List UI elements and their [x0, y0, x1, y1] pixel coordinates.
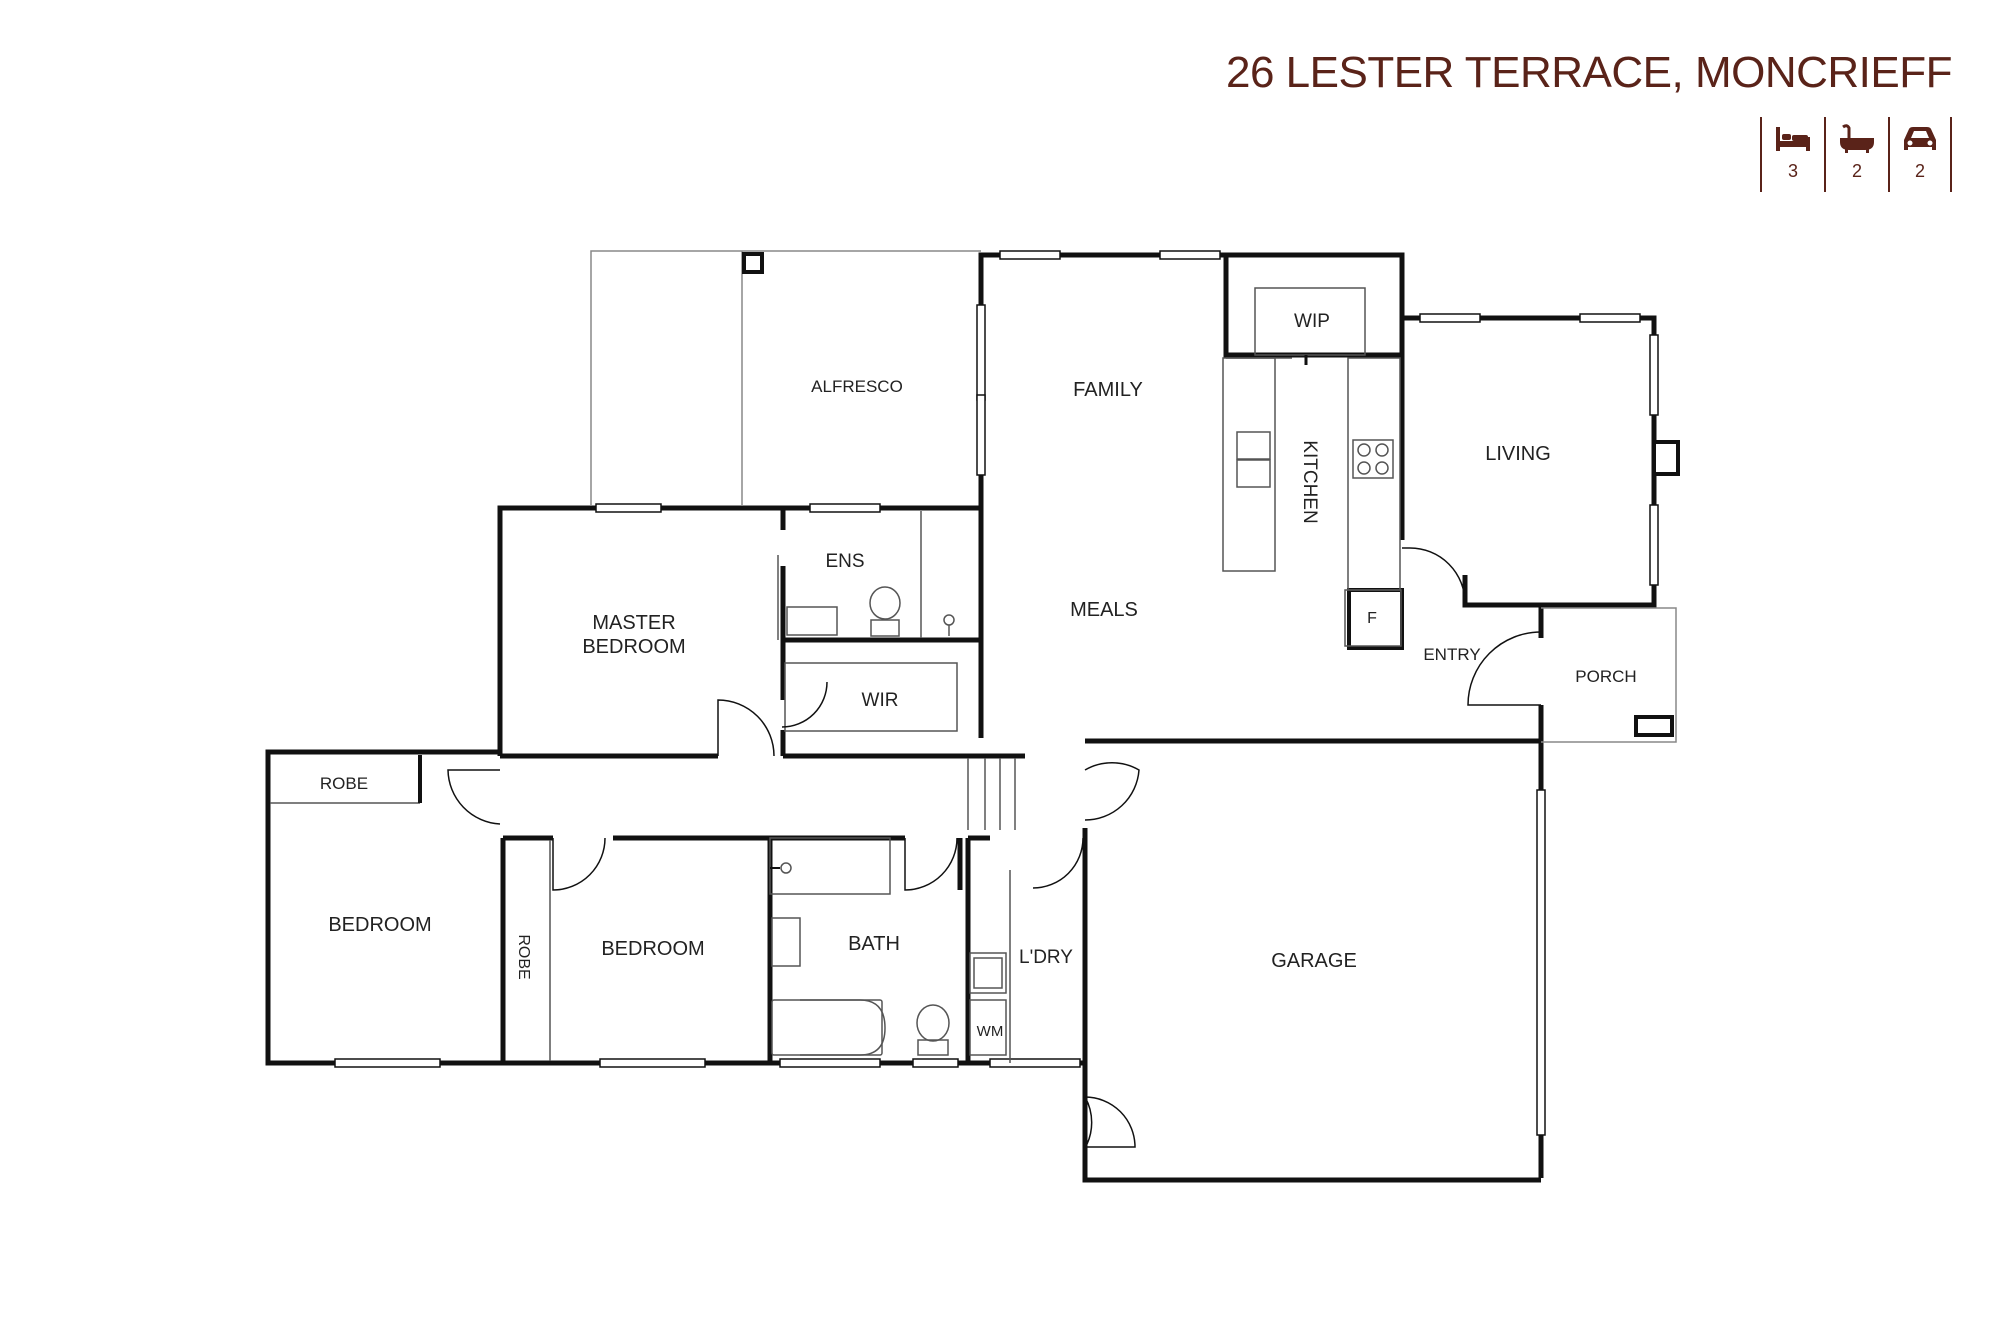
porch-label: PORCH — [1575, 667, 1636, 686]
master-bedroom-label-line1: MASTER — [592, 612, 675, 634]
laundry-label: L'DRY — [1019, 947, 1073, 968]
wir-label: WIR — [862, 690, 899, 711]
bath-icon — [1840, 124, 1874, 153]
bedroom-1-label: BEDROOM — [328, 914, 431, 936]
living-label: LIVING — [1485, 443, 1551, 465]
walls — [265, 252, 1657, 1183]
family-label: FAMILY — [1073, 379, 1143, 401]
bed-icon — [1776, 127, 1810, 151]
robe-label-2: ROBE — [515, 934, 532, 979]
carspace-count: 2 — [1914, 161, 1925, 181]
property-features: 3 2 2 — [1760, 117, 1952, 192]
doors — [447, 547, 1542, 1151]
wip-label: WIP — [1294, 311, 1330, 332]
bedroom-count: 3 — [1787, 161, 1798, 181]
room-labels: ALFRESCO FAMILY WIP KITCHEN LIVING ENS M… — [320, 311, 1637, 1040]
garage-label: GARAGE — [1271, 950, 1357, 972]
windows — [334, 250, 1659, 1136]
car-icon — [1904, 127, 1936, 150]
washing-machine-label: WM — [977, 1023, 1004, 1040]
bath-label: BATH — [848, 933, 900, 955]
bedroom-2-label: BEDROOM — [601, 938, 704, 960]
meals-label: MEALS — [1070, 599, 1138, 621]
entry-label: ENTRY — [1423, 645, 1480, 664]
bathroom-count: 2 — [1851, 161, 1862, 181]
property-address: 26 LESTER TERRACE, MONCRIEFF — [1226, 48, 1953, 97]
bedrooms-feature: 3 — [1760, 117, 1824, 192]
fridge-label: F — [1367, 610, 1377, 627]
alfresco-label: ALFRESCO — [811, 377, 903, 396]
master-bedroom-label-line2: BEDROOM — [582, 636, 685, 658]
fixtures — [270, 287, 1402, 1063]
porch-outline — [1541, 440, 1680, 743]
bathrooms-feature: 2 — [1824, 117, 1888, 192]
alfresco-area — [590, 250, 981, 505]
carspaces-feature: 2 — [1888, 117, 1952, 192]
ens-label: ENS — [825, 551, 864, 572]
robe-label-1: ROBE — [320, 774, 368, 793]
kitchen-label: KITCHEN — [1299, 440, 1320, 523]
